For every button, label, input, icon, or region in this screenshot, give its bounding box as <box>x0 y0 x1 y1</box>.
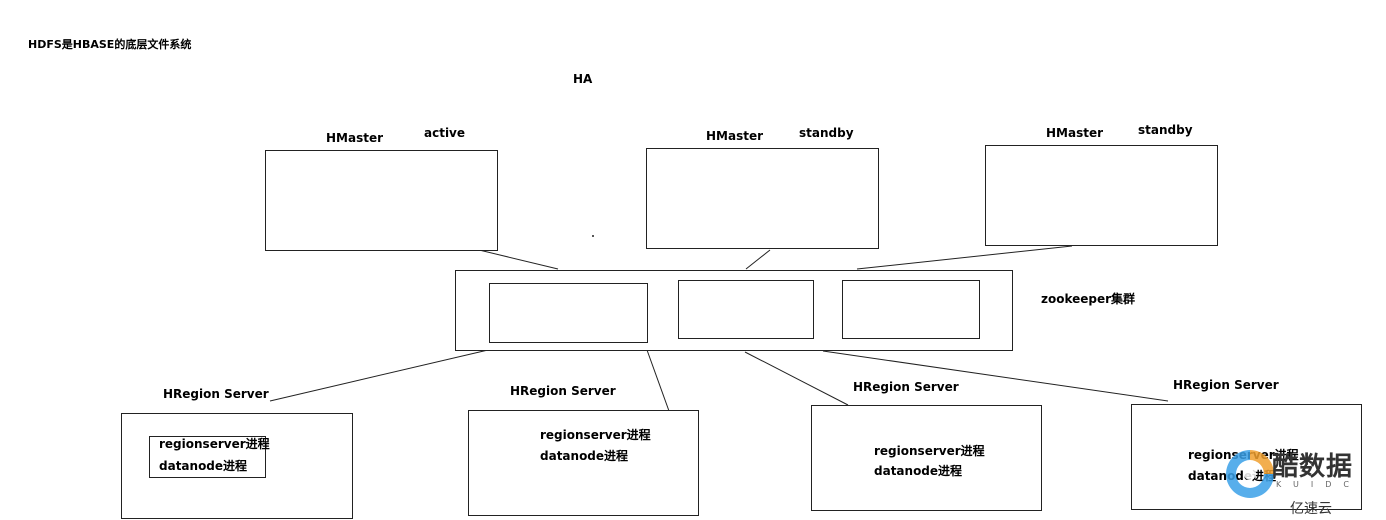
region-2-process2: datanode进程 <box>540 449 629 463</box>
master-1-box <box>265 150 498 251</box>
connector-master1 <box>474 248 559 270</box>
connector-region1 <box>269 349 489 402</box>
watermark-brand-text: 亿速云 <box>1290 501 1332 517</box>
zookeeper-cluster-box <box>455 270 1013 351</box>
connector-master2 <box>745 249 771 270</box>
stray-dot <box>592 235 594 237</box>
master-2-state: standby <box>799 126 854 140</box>
region-3-box <box>811 405 1042 511</box>
region-1-process-box <box>149 436 266 478</box>
region-1-process2: datanode进程 <box>159 459 248 473</box>
region-2-process1: regionserver进程 <box>540 428 651 442</box>
master-2-name: HMaster <box>706 129 764 143</box>
zookeeper-node-3 <box>842 280 980 339</box>
connector-region4 <box>822 350 1169 402</box>
region-1-box <box>121 413 353 519</box>
master-2-box <box>646 148 879 249</box>
master-3-box <box>985 145 1218 246</box>
connector-region3 <box>744 351 849 406</box>
watermark-main-text: 酷数据 <box>1272 452 1354 482</box>
region-3-process2: datanode进程 <box>874 464 963 478</box>
watermark-sub-text: KUIDC <box>1276 480 1361 489</box>
region-3-name: HRegion Server <box>853 380 959 394</box>
zookeeper-node-2 <box>678 280 814 339</box>
connector-region2 <box>646 349 670 412</box>
region-2-name: HRegion Server <box>510 384 616 398</box>
master-1-name: HMaster <box>326 131 384 145</box>
region-2-box <box>468 410 699 516</box>
watermark-logo-icon <box>1226 450 1274 498</box>
ha-label: HA <box>573 72 593 86</box>
region-4-name: HRegion Server <box>1173 378 1279 392</box>
master-3-state: standby <box>1138 123 1193 137</box>
zookeeper-label: zookeeper集群 <box>1041 292 1136 306</box>
master-3-name: HMaster <box>1046 126 1104 140</box>
connector-master3 <box>856 245 1073 270</box>
watermark: 酷数据 KUIDC 亿速云 <box>1214 436 1386 520</box>
region-3-process1: regionserver进程 <box>874 444 985 458</box>
page-title: HDFS是HBASE的底层文件系统 <box>28 38 192 51</box>
region-1-name: HRegion Server <box>163 387 269 401</box>
region-1-process1: regionserver进程 <box>159 437 270 451</box>
zookeeper-node-1 <box>489 283 648 343</box>
master-1-state: active <box>424 126 466 140</box>
